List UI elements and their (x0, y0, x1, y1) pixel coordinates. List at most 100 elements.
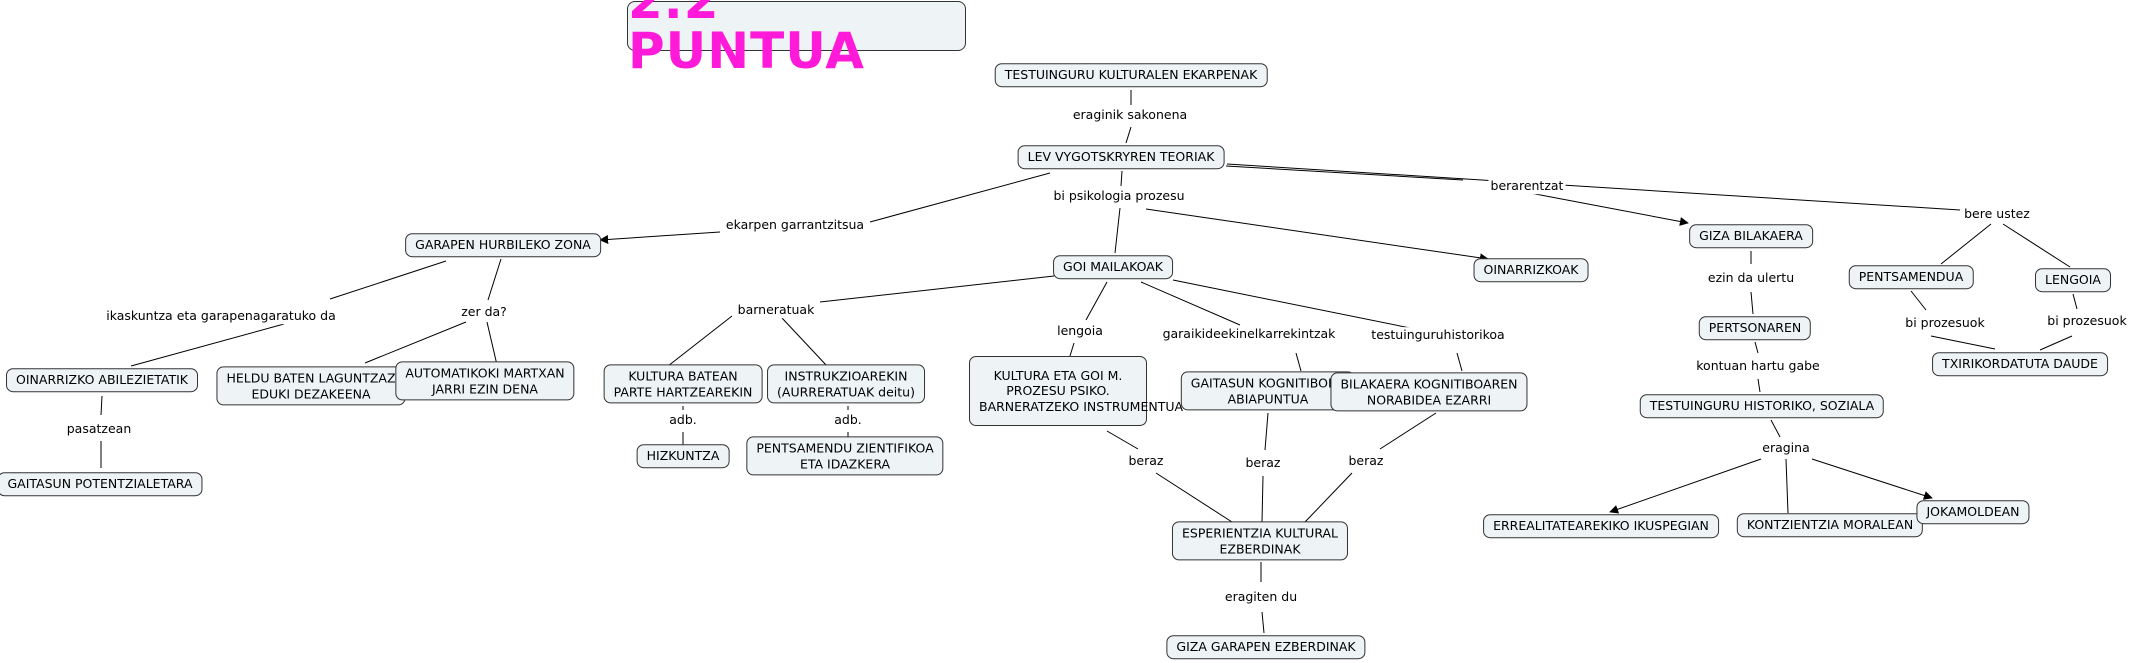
node-text-line: OINARRIZKOAK (1483, 262, 1579, 278)
link-label-kontuan-hartu: kontuan hartu gabe (1694, 358, 1822, 374)
connector-line (1770, 419, 1781, 438)
label-text-line: adb. (834, 412, 862, 428)
label-text-line: barneratuak (737, 302, 815, 318)
node-text-line: NORABIDEA EZARRI (1366, 392, 1492, 407)
node-text-line: EDUKI DEZAKEENA (251, 386, 371, 401)
connector-line (869, 172, 1051, 223)
concept-node-errealitatearekiko: ERREALITATEAREKIKO IKUSPEGIAN (1483, 514, 1719, 538)
link-label-bere-ustez: bere ustez (1962, 206, 2032, 222)
node-text-line: ABIAPUNTUA (1227, 391, 1309, 406)
link-label-adb2: adb. (832, 412, 864, 428)
connector-line (1930, 335, 1996, 350)
arrow-line (599, 231, 721, 244)
concept-node-oinarrizko-abilezietatik: OINARRIZKO ABILEZIETATIK (6, 368, 198, 392)
link-label-eragina: eragina (1760, 440, 1812, 456)
node-text-line: AUTOMATIKOKI MARTXAN (405, 365, 565, 381)
link-label-adb1: adb. (667, 412, 699, 428)
connector-line (1261, 475, 1264, 523)
link-label-eraginik-sakonena: eraginik sakonena (1070, 107, 1190, 123)
node-text-line: GARAPEN HURBILEKO ZONA (415, 237, 591, 253)
connector-line (1754, 341, 1759, 354)
node-text-line: EZBERDINAK (1219, 541, 1301, 556)
link-label-zer-da: zer da? (459, 304, 509, 320)
concept-node-hizkuntza: HIZKUNTZA (636, 444, 730, 468)
connector-line (1085, 281, 1108, 321)
connector-line (1750, 291, 1754, 315)
label-text-line: eragiten du (1224, 589, 1298, 605)
arrow-line (1145, 208, 1489, 263)
connector-line (100, 395, 103, 416)
connector-line (781, 317, 828, 367)
connector-line (1264, 412, 1269, 451)
connector-line (2072, 293, 2078, 310)
connector-line (1226, 163, 1961, 211)
connector-line (1910, 290, 1927, 311)
link-label-beraz2: beraz (1243, 455, 1283, 471)
label-text-line: beraz (1348, 453, 1384, 469)
label-text-line: ezin da ulertu (1707, 270, 1795, 286)
node-text-line: GIZA BILAKAERA (1699, 228, 1803, 244)
connector-line (1120, 170, 1123, 187)
label-text-line: bi prozesuok (1905, 315, 1985, 331)
label-text-line: adb. (669, 412, 697, 428)
node-text-line: TESTUINGURU HISTORIKO, SOZIALA (1649, 398, 1875, 414)
node-text-line: TESTUINGURU KULTURALEN EKARPENAK (1004, 67, 1258, 83)
label-text-line: eragina (1762, 440, 1810, 456)
connector-line (1456, 352, 1463, 372)
map-title: 2.2 PUNTUA (628, 0, 865, 80)
connector-line (667, 315, 733, 367)
label-text-line: historikoa (1443, 327, 1505, 343)
link-label-testuinguru-hist-lbl: testuinguruhistorikoa (1369, 327, 1507, 343)
node-text-line: JARRI EZIN DENA (432, 381, 538, 396)
concept-node-lev: LEV VYGOTSKRYREN TEORIAK (1017, 145, 1225, 169)
concept-node-testuinguru-historiko: TESTUINGURU HISTORIKO, SOZIALA (1639, 394, 1885, 418)
connector-line (1304, 472, 1353, 523)
connector-line (1155, 472, 1233, 523)
label-text-line: beraz (1245, 455, 1281, 471)
label-text-line: ekarpen garrantzitsua (725, 217, 865, 233)
node-text-line: PERTSONAREN (1708, 320, 1802, 336)
node-text-line: TXIRIKORDATUTA DAUDE (1942, 356, 2098, 372)
arrow-line (1529, 192, 1689, 226)
node-text-line: (AURRERATUAK deitu) (777, 384, 915, 399)
arrow-line (1811, 458, 1933, 500)
link-label-ezin-da-ulertu: ezin da ulertu (1705, 270, 1797, 286)
node-text-line: HELDU BATEN LAGUNTZAZ (226, 370, 396, 386)
node-text-line: PROZESU PSIKO. (1006, 383, 1110, 399)
node-text-line: JOKAMOLDEAN (1926, 504, 2020, 520)
connector-line (1140, 281, 1241, 326)
node-text-line: PENTSAMENDU ZIENTIFIKOA (756, 440, 934, 456)
node-text-line: KULTURA ETA GOI M. (993, 367, 1123, 383)
node-text-line: ESPERIENTZIA KULTURAL (1181, 525, 1339, 541)
label-text-line: elkarrekintzak (1247, 326, 1336, 342)
concept-node-giza-garapen: GIZA GARAPEN EZBERDINAK (1166, 635, 1366, 659)
connector-line (1225, 165, 1464, 181)
concept-node-pentsamendua: PENTSAMENDUA (1848, 265, 1974, 289)
concept-node-oinarrizkoak: OINARRIZKOAK (1473, 258, 1589, 282)
connector-line (130, 323, 285, 367)
concept-node-jokamoldean: JOKAMOLDEAN (1916, 500, 2030, 524)
link-label-ekarpen: ekarpen garrantzitsua (723, 217, 867, 233)
label-text-line: beraz (1128, 453, 1164, 469)
node-text-line: GIZA GARAPEN EZBERDINAK (1176, 639, 1356, 655)
connector-line (1106, 430, 1139, 450)
link-label-bi-psikologia: bi psikologia prozesu (1051, 188, 1187, 204)
label-text-line: eraginik sakonena (1072, 107, 1188, 123)
concept-node-txirikordatuta: TXIRIKORDATUTA DAUDE (1932, 352, 2108, 376)
node-text-line: PENTSAMENDUA (1858, 269, 1964, 285)
connector-line (364, 321, 467, 364)
node-text-line: GAITASUN KOGNITIBOEN (1190, 375, 1346, 391)
node-text-line: ETA IDAZKERA (799, 456, 891, 471)
connector-line (487, 258, 502, 301)
connector-line (2039, 335, 2073, 351)
concept-node-gaitasun-potentzialetara: GAITASUN POTENTZIALETARA (0, 472, 203, 496)
connector-line (486, 321, 498, 366)
link-label-ikaskuntza: ikaskuntza eta garapenagaratuko da (104, 308, 338, 324)
connector-line (1757, 378, 1761, 393)
label-text-line: zer da? (461, 304, 507, 320)
concept-node-goi-mailakoak: GOI MAILAKOAK (1053, 255, 1173, 279)
